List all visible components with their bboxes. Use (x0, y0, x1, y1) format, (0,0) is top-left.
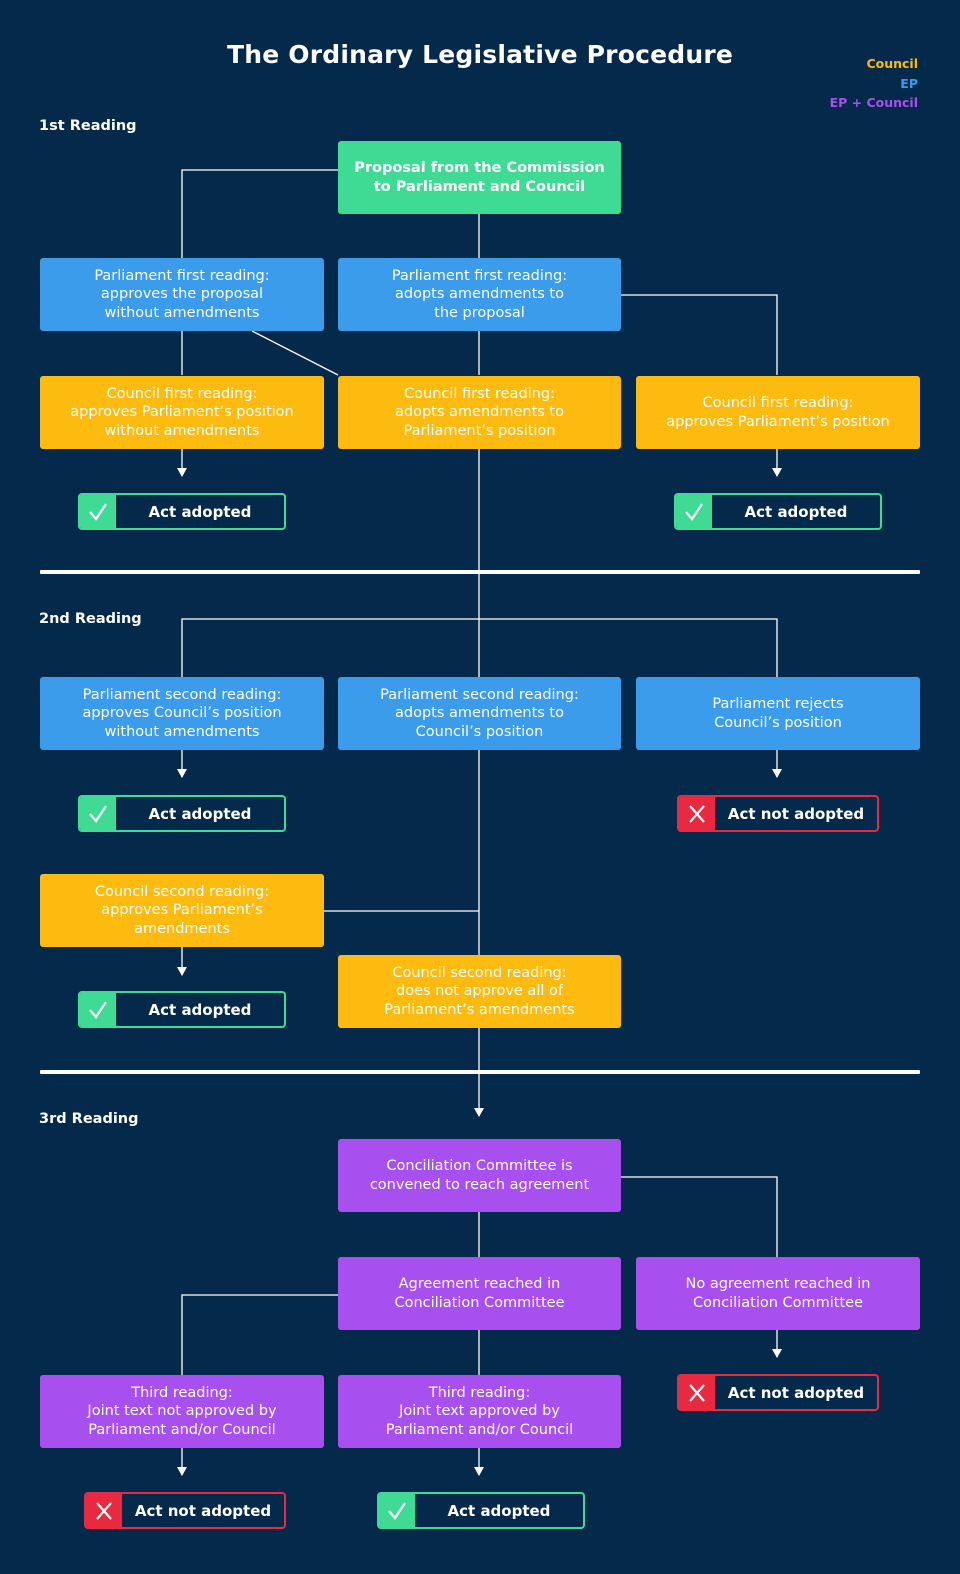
connector-2nd-reading-branch (181, 618, 778, 677)
outcome-adopted: Act adopted (377, 1492, 585, 1529)
connector-agreement-to-third-left (181, 1294, 338, 1375)
node-conciliation: Conciliation Committee is convened to re… (338, 1139, 621, 1212)
check-icon (80, 495, 116, 528)
node-council1-approves-no-amendments: Council first reading: approves Parliame… (40, 376, 324, 449)
outcome-label: Act adopted (148, 502, 252, 521)
legend-council: Council (866, 56, 918, 71)
outcome-adopted: Act adopted (78, 991, 286, 1028)
section-divider (40, 570, 920, 574)
outcome-not-adopted: Act not adopted (84, 1492, 286, 1529)
section-label-first-reading: 1st Reading (39, 118, 137, 134)
check-icon (80, 993, 116, 1026)
node-third-approved: Third reading: Joint text approved by Pa… (338, 1375, 621, 1448)
node-council1-approves: Council first reading: approves Parliame… (636, 376, 920, 449)
connector-ep1-left-to-council1-center (251, 330, 339, 376)
outcome-label: Act adopted (744, 502, 848, 521)
check-icon (379, 1494, 415, 1527)
check-icon (80, 797, 116, 830)
legend: Council EP EP + Council (830, 54, 918, 113)
cross-icon (86, 1494, 122, 1527)
section-label-third-reading: 3rd Reading (39, 1111, 139, 1127)
outcome-adopted: Act adopted (78, 795, 286, 832)
node-ep1-no-amendments: Parliament first reading: approves the p… (40, 258, 324, 331)
outcome-label: Act not adopted (727, 804, 865, 823)
node-proposal: Proposal from the Commission to Parliame… (338, 141, 621, 214)
check-icon (676, 495, 712, 528)
node-no-agreement: No agreement reached in Conciliation Com… (636, 1257, 920, 1330)
node-ep1-amendments: Parliament first reading: adopts amendme… (338, 258, 621, 331)
connector-proposal-to-ep1-left (181, 169, 338, 258)
node-council2-not-all: Council second reading: does not approve… (338, 955, 621, 1028)
node-council2-approves: Council second reading: approves Parliam… (40, 874, 324, 947)
node-third-not-approved: Third reading: Joint text not approved b… (40, 1375, 324, 1448)
node-ep2-rejects: Parliament rejects Council’s position (636, 677, 920, 750)
section-label-second-reading: 2nd Reading (39, 611, 142, 627)
node-ep2-approves: Parliament second reading: approves Coun… (40, 677, 324, 750)
outcome-label: Act adopted (447, 1501, 551, 1520)
outcome-not-adopted: Act not adopted (677, 795, 879, 832)
outcome-adopted: Act adopted (78, 493, 286, 530)
connector-ep1-center-to-council1-right (620, 294, 778, 375)
outcome-not-adopted: Act not adopted (677, 1374, 879, 1411)
legend-ep: EP (900, 75, 918, 91)
outcome-label: Act adopted (148, 804, 252, 823)
cross-icon (679, 1376, 715, 1409)
section-divider (40, 1070, 920, 1074)
node-council1-amendments: Council first reading: adopts amendments… (338, 376, 621, 449)
node-ep2-amendments: Parliament second reading: adopts amendm… (338, 677, 621, 750)
outcome-label: Act not adopted (727, 1383, 865, 1402)
page-title: The Ordinary Legislative Procedure (226, 40, 734, 69)
outcome-label: Act adopted (148, 1000, 252, 1019)
outcome-label: Act not adopted (134, 1501, 272, 1520)
legend-ep-council: EP + Council (829, 95, 918, 110)
connector-conciliation-to-no-agreement (620, 1176, 778, 1257)
node-agreement: Agreement reached in Conciliation Commit… (338, 1257, 621, 1330)
cross-icon (679, 797, 715, 830)
outcome-adopted: Act adopted (674, 493, 882, 530)
